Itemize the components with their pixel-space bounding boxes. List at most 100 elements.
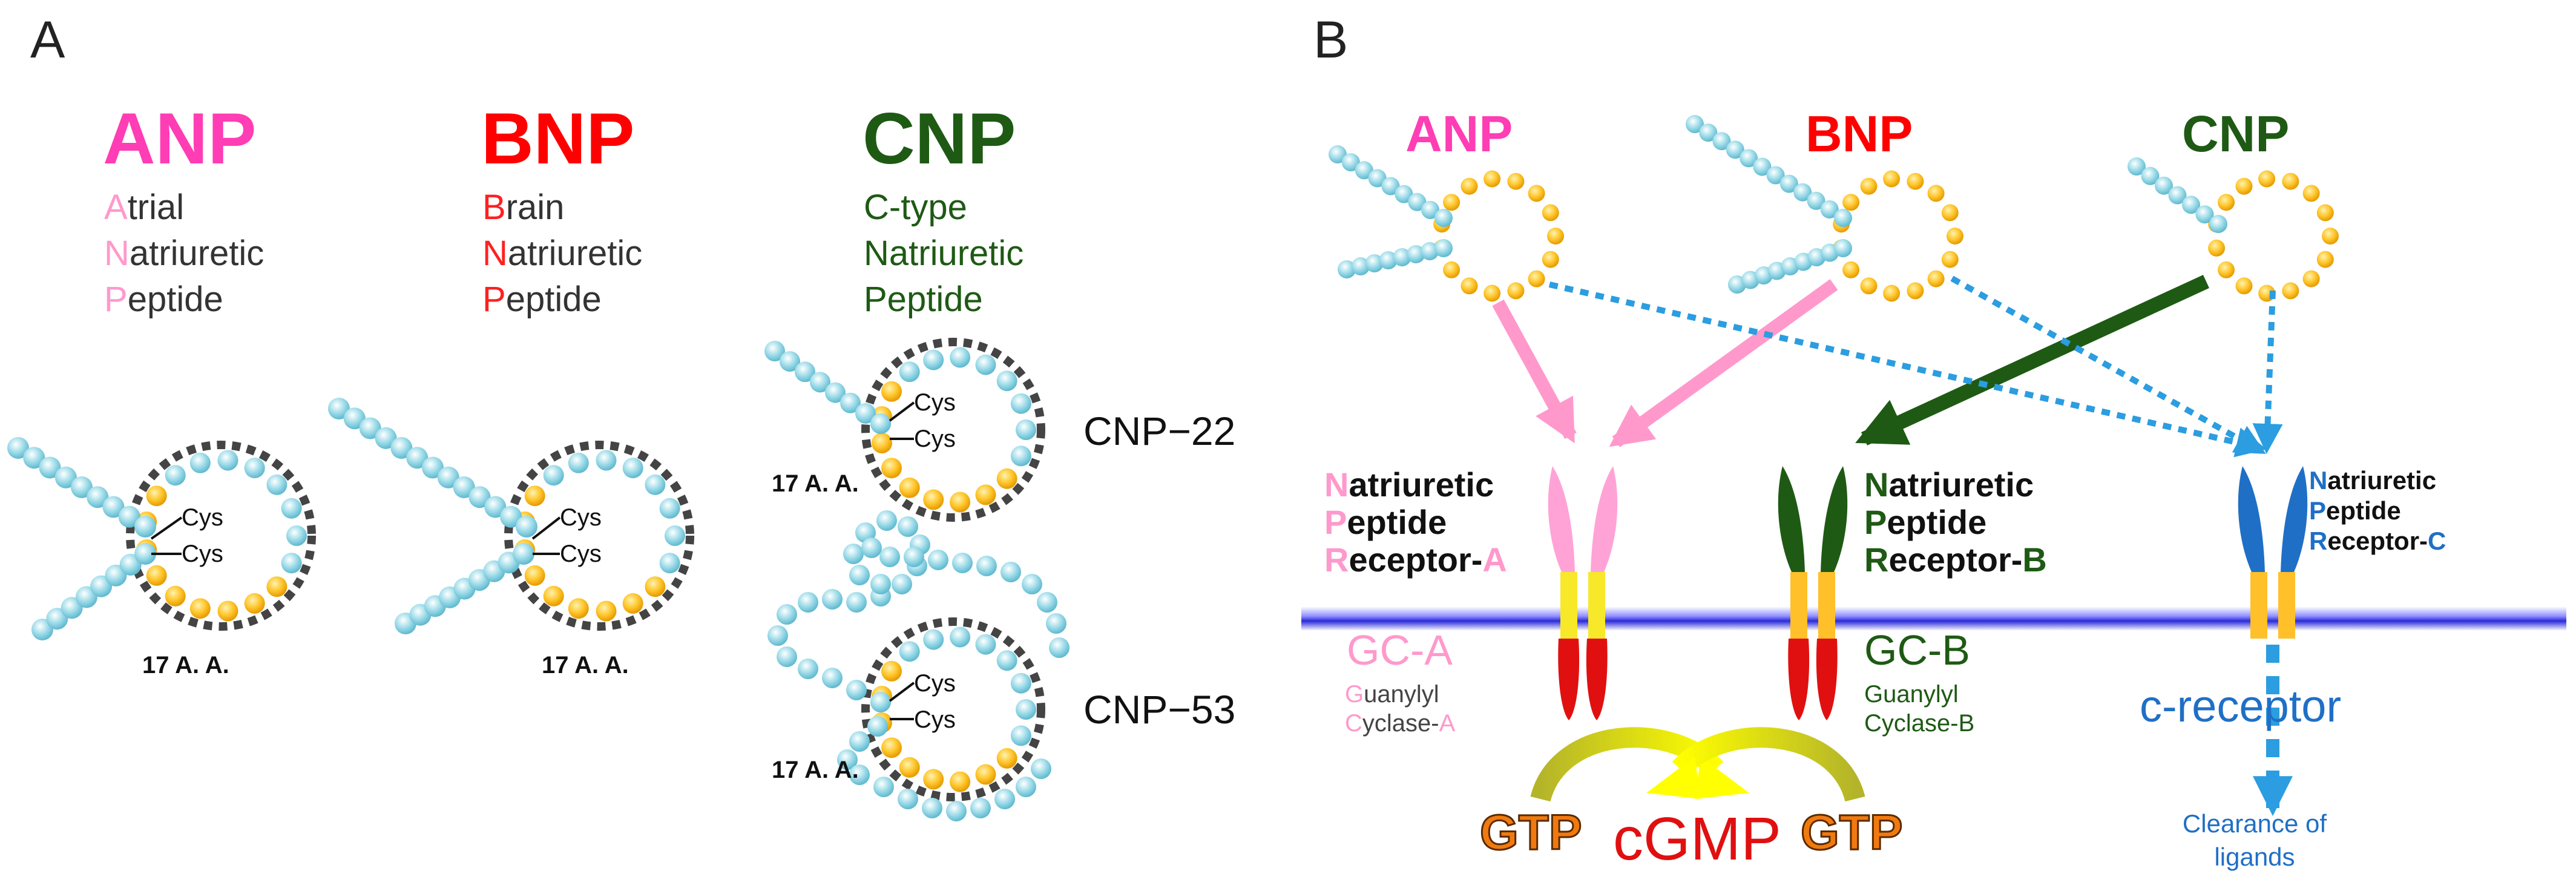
cnp-to-nprc-dotted-arrow [2252,290,2283,454]
amino-acid-bead [2322,228,2339,245]
amino-acid-bead [764,341,785,361]
amino-acid-bead [1860,277,1878,295]
amino-acid-bead [996,468,1017,489]
amino-acid-bead [375,427,397,449]
amino-acid-bead [1393,248,1411,266]
amino-acid-bead [2195,205,2214,224]
amino-acid-bead [453,476,475,498]
cgmp-label: cGMP [1613,805,1781,873]
amino-acid-bead [406,447,429,469]
amino-acid-bead [870,574,891,594]
gca-line1: Guanylyl [1345,681,1439,708]
amino-acid-bead [2168,186,2187,205]
cnp-to-nprb-arrow [1855,275,2210,446]
amino-acid-bead [1842,194,1860,211]
amino-acid-bead [146,485,167,507]
amino-acid-bead [54,466,77,488]
anp-to-npra-arrow [1492,299,1577,444]
amino-acid-bead [189,452,211,473]
amino-acid-bead [1547,228,1564,245]
amino-acid-bead [134,516,156,538]
bnp-to-nprc-dotted-arrow [1950,275,2266,454]
amino-acid-bead [1000,562,1021,582]
amino-acid-bead [2218,261,2235,278]
amino-acid-bead [2282,282,2299,300]
amino-acid-bead [970,798,991,818]
amino-acid-bead [1010,725,1031,746]
amino-acid-bead [217,600,238,622]
amino-acid-bead [217,450,238,471]
amino-acid-bead [118,505,140,528]
nprc-name-line3: Receptor-C [2309,527,2446,555]
amino-acid-bead [2302,270,2320,288]
gtp-right-label: GTP [1801,805,1903,860]
nprb-name-line1: Natriuretic [1864,465,2034,504]
amino-acid-bead [1712,132,1731,151]
amino-acid-bead [645,576,666,597]
bnp-to-npra-arrow [1609,279,1838,447]
amino-acid-bead [950,492,971,513]
amino-acid-bead [1740,149,1758,168]
bnp-cys-label-2: Cys [560,541,602,567]
bnp-cys-labels: Cys Cys [531,504,602,567]
amino-acid-bead [524,565,545,586]
cnp22-aa-label: 17 A. A. [772,470,859,497]
amino-acid-bead [2316,204,2334,222]
cnp53-cys-labels: Cys Cys [889,670,956,733]
amino-acid-bead [1484,284,1501,302]
amino-acid-bead [1407,245,1425,263]
amino-acid-bead [996,650,1017,671]
cnp22-cys-labels: Cys Cys [889,389,956,452]
amino-acid-bead [1365,254,1384,272]
amino-acid-bead [516,516,537,538]
nprb-name-line3: Receptor-B [1864,541,2047,579]
amino-acid-bead [87,486,109,508]
amino-acid-bead [867,716,888,737]
amino-acid-bead [1542,251,1559,268]
cnp-ligand-peptide [2128,157,2339,302]
amino-acid-bead [1860,177,1878,195]
amino-acid-bead [904,547,924,567]
amino-acid-bead [899,477,920,498]
amino-acid-bead [2258,170,2276,188]
amino-acid-bead [892,574,912,594]
amino-acid-bead [1351,257,1370,275]
amino-acid-bead [622,593,643,614]
amino-acid-bead [975,764,996,785]
amino-acid-bead [950,626,971,648]
amino-acid-bead [879,547,900,567]
amino-acid-bead [1016,777,1036,797]
amino-acid-bead [1368,169,1387,188]
anp-fullname-line1: Atrial [104,188,184,227]
disulfide-ring-outline [861,617,1045,801]
amino-acid-bead [543,585,564,607]
amino-acid-bead [1460,277,1478,295]
nprc-name-line2: Peptide [2309,496,2401,525]
c-receptor-label: c-receptor [2140,681,2341,731]
amino-acid-bead [822,668,843,688]
gcb-title: GC-B [1864,626,1970,674]
amino-acid-bead [1883,284,1901,302]
amino-acid-bead [343,407,366,430]
amino-acid-bead [1842,261,1860,278]
cnp-fullname-line3: Peptide [864,280,983,319]
amino-acid-bead [1421,200,1440,219]
amino-acid-bead [952,553,973,573]
amino-acid-bead [996,370,1017,392]
amino-acid-bead [1010,393,1031,414]
amino-acid-bead [923,629,944,650]
amino-acid-bead [798,659,818,679]
amino-acid-bead [1542,204,1559,222]
gcb-line1: Guanylyl [1864,681,1959,708]
anp-aa-label: 17 A. A. [142,652,229,679]
amino-acid-bead [568,598,589,619]
amino-acid-bead [870,692,891,712]
amino-acid-bead [1528,185,1545,202]
amino-acid-bead [1834,209,1852,227]
amino-acid-bead [1947,228,1963,245]
amino-acid-bead [165,465,186,486]
amino-acid-bead [1341,153,1360,172]
amino-acid-bead [1010,446,1031,467]
amino-acid-bead [1820,200,1839,219]
ligand-bnp-label: BNP [1806,105,1913,162]
